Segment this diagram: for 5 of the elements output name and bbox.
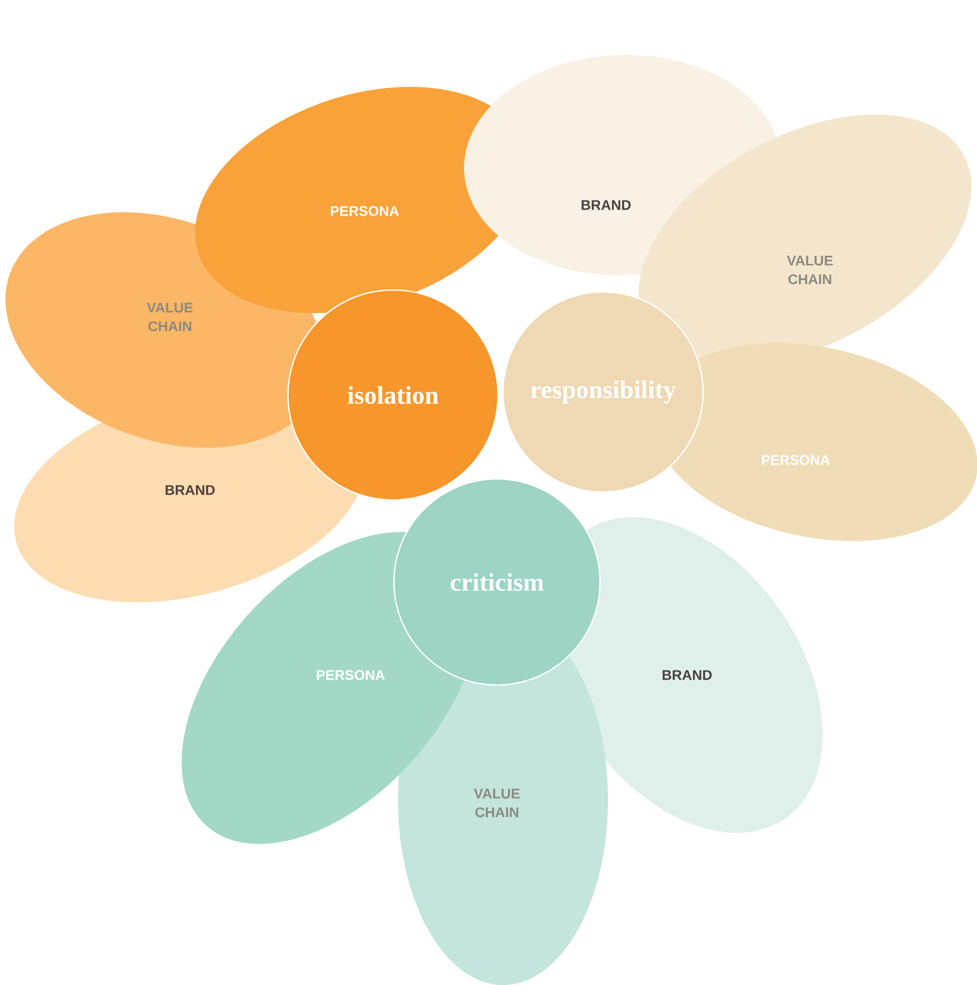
circle-node: responsibility <box>502 291 704 493</box>
petal: VALUE CHAIN <box>638 114 972 366</box>
node-label: PERSONA <box>762 455 830 465</box>
circle-node: isolation <box>287 289 499 501</box>
circle-node: criticism <box>393 478 601 686</box>
